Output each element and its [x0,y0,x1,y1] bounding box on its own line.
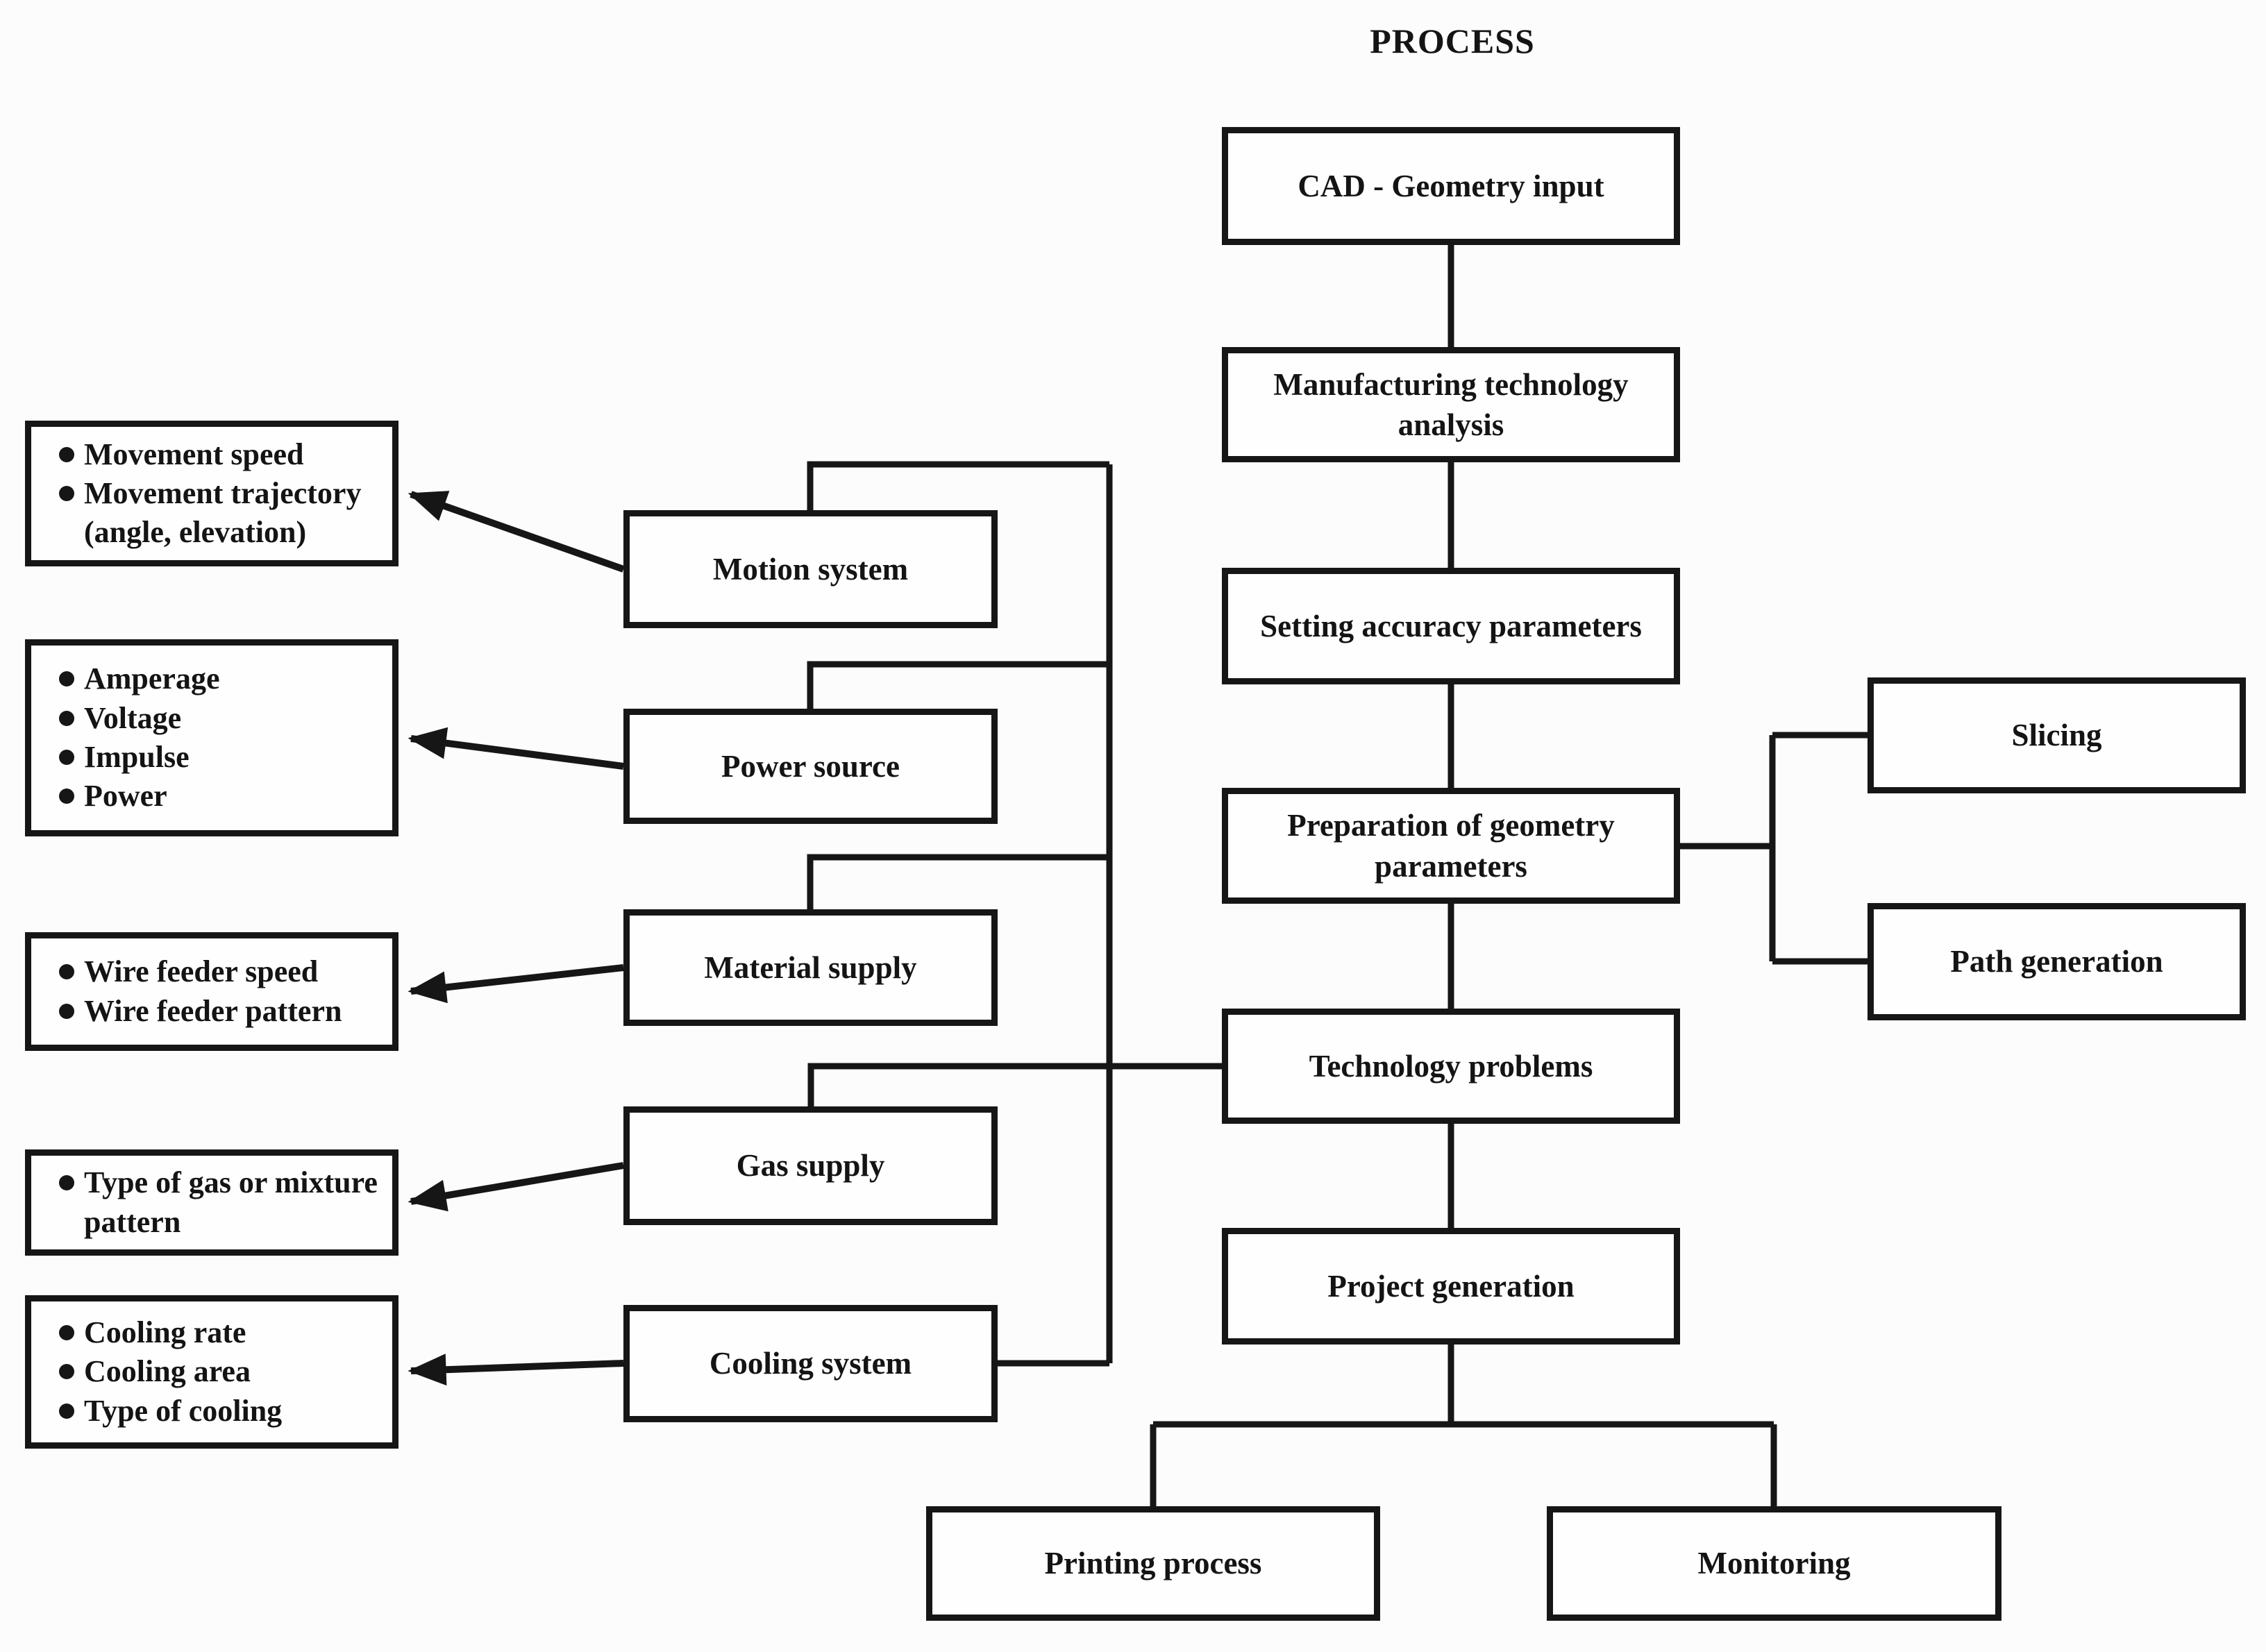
parameter-label: Power [84,779,167,814]
bullet-icon [59,1364,74,1380]
parameter-item: Wire feeder pattern [59,992,385,1031]
flow-box-label: CAD - Geometry input [1298,168,1604,203]
parameter-label: Type of cooling [84,1393,283,1428]
parameter-list: Type of gas or mixture pattern [31,1163,392,1242]
arrow-power-params [408,727,624,770]
system-box-motion-system: Motion system [623,510,998,628]
flow-box-label: Setting accuracy parameters [1260,608,1642,643]
bullet-icon [59,485,74,501]
bullet-icon [59,1403,74,1419]
system-box-label: Material supply [704,950,917,985]
connector-bus-to-motion [807,461,1109,510]
flow-box-path-generation: Path generation [1868,903,2246,1020]
parameter-item: Impulse [59,738,385,777]
parameter-label: Cooling area [84,1354,251,1389]
parameter-label: Movement speed [84,437,304,471]
connector-bus-to-power [807,661,1109,709]
flow-box-project-generation: Project generation [1222,1228,1680,1345]
system-box-gas-supply: Gas supply [623,1106,998,1225]
arrow-cooling-params [408,1354,624,1386]
parameter-item: Cooling rate [59,1313,385,1352]
bullet-icon [59,1175,74,1191]
parameter-item: Power [59,777,385,816]
flow-box-printing-process: Printing process [926,1506,1380,1621]
flow-box-label: Path generation [1950,944,2163,979]
flow-box-label: Printing process [1044,1546,1262,1581]
parameter-label: Type of gas or mixture pattern [84,1165,378,1239]
params-box-cooling-system: Cooling rate Cooling area Type of coolin… [25,1295,398,1449]
bullet-icon [59,446,74,462]
bullet-icon [59,750,74,765]
parameter-label: Voltage [84,700,182,735]
system-box-label: Power source [721,748,900,784]
connector-technology-to-gas-supply [807,1063,1222,1106]
parameter-item: Amperage [59,659,385,698]
parameter-item: Voltage [59,699,385,738]
parameter-item: Type of gas or mixture pattern [59,1163,385,1242]
parameter-label: Wire feeder pattern [84,993,342,1028]
flow-box-cad-geometry-input: CAD - Geometry input [1222,127,1680,245]
params-box-power-source: Amperage Voltage Impulse Power [25,639,398,836]
arrow-material-params [408,964,624,1004]
parameter-label: Impulse [84,740,190,774]
system-box-power-source: Power source [623,709,998,824]
flow-box-label: Monitoring [1697,1546,1851,1581]
parameter-label: Amperage [84,661,220,696]
page-title: PROCESS [1370,22,1535,60]
system-box-label: Motion system [712,551,909,587]
flow-box-slicing: Slicing [1868,677,2246,793]
parameter-list: Movement speed Movement trajectory (angl… [31,435,392,553]
system-box-cooling-system: Cooling system [623,1305,998,1422]
params-box-gas-supply: Type of gas or mixture pattern [25,1149,398,1256]
bullet-icon [59,964,74,980]
parameter-item: Cooling area [59,1352,385,1391]
flow-box-label: Manufacturing technology analysis [1273,366,1629,443]
flow-box-manufacturing-technology-analysis: Manufacturing technology analysis [1222,347,1680,462]
params-box-material-supply: Wire feeder speed Wire feeder pattern [25,932,398,1051]
parameter-item: Wire feeder speed [59,952,385,991]
parameter-label: Movement trajectory (angle, elevation) [84,475,362,550]
bullet-icon [59,671,74,687]
parameter-list: Amperage Voltage Impulse Power [31,659,392,816]
flow-box-monitoring: Monitoring [1547,1506,2001,1621]
parameter-list: Cooling rate Cooling area Type of coolin… [31,1313,392,1431]
parameter-item: Movement speed [59,435,385,474]
system-box-label: Gas supply [736,1148,885,1183]
flow-box-label: Technology problems [1309,1048,1593,1084]
bullet-icon [59,789,74,804]
params-box-motion-system: Movement speed Movement trajectory (angl… [25,421,398,566]
parameter-label: Cooling rate [84,1315,246,1350]
flow-box-preparation-of-geometry-parameters: Preparation of geometry parameters [1222,788,1680,904]
system-box-material-supply: Material supply [623,909,998,1026]
flow-box-technology-problems: Technology problems [1222,1009,1680,1124]
parameter-item: Type of cooling [59,1392,385,1431]
parameter-label: Wire feeder speed [84,954,319,989]
flow-box-setting-accuracy-parameters: Setting accuracy parameters [1222,568,1680,684]
flow-box-label: Preparation of geometry parameters [1287,808,1615,884]
parameter-list: Wire feeder speed Wire feeder pattern [31,952,392,1031]
bullet-icon [59,1325,74,1341]
arrow-gas-params [408,1162,624,1212]
connector-bus-to-material [807,854,1109,909]
flow-box-label: Slicing [2011,718,2102,753]
bullet-icon [59,710,74,726]
arrow-motion-params [408,491,625,573]
parameter-item: Movement trajectory (angle, elevation) [59,474,385,553]
bullet-icon [59,1003,74,1019]
system-box-label: Cooling system [709,1346,912,1381]
flow-box-label: Project generation [1327,1268,1575,1304]
